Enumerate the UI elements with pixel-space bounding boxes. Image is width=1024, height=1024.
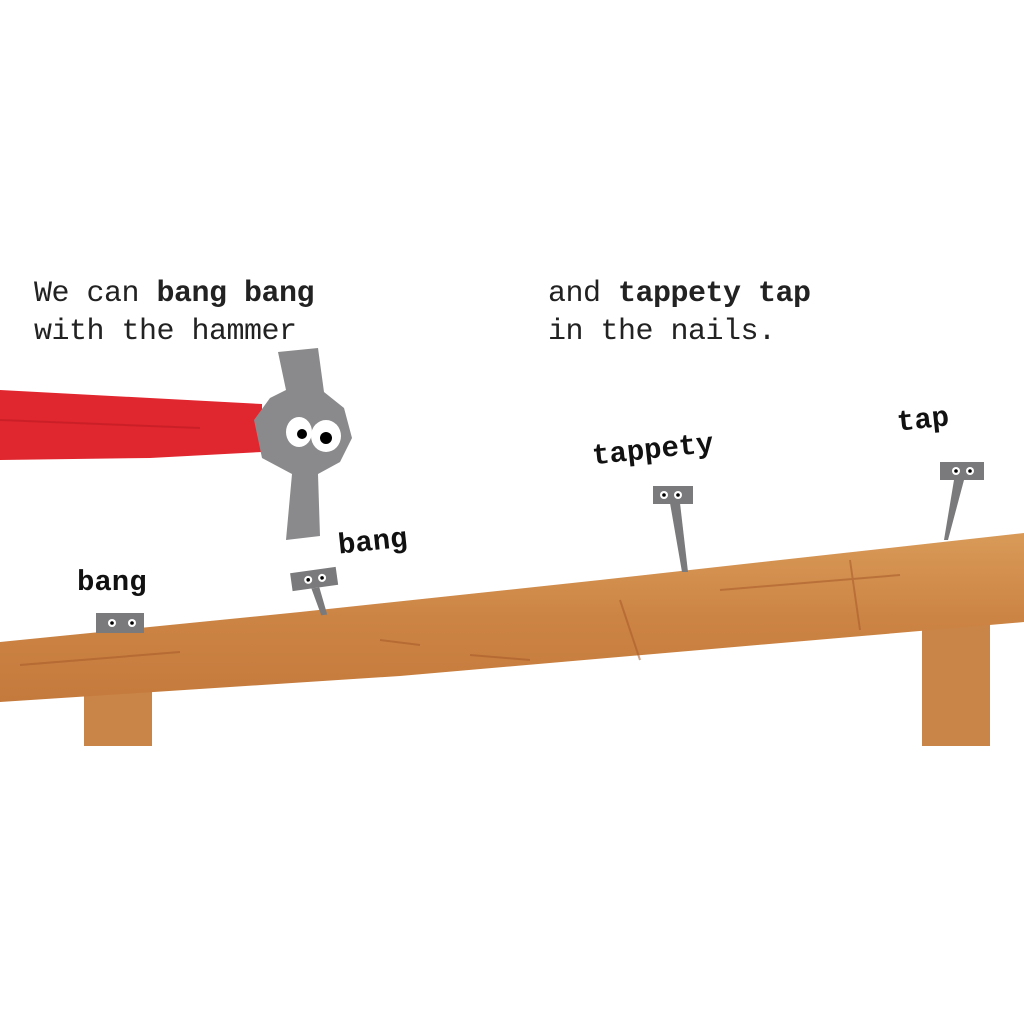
sound-word-tap: tap [895,401,951,440]
sound-word-bang-1: bang [77,566,147,599]
nail-4 [940,462,984,540]
caption-line-2: in the nails. [548,315,776,349]
wooden-plank [0,533,1024,702]
wood-grain [19,559,901,666]
nail-2 [290,566,339,616]
left-caption: We can bang bang with the hammer [34,275,315,351]
nail-1 [96,613,144,633]
hammer-eyes [286,417,341,452]
right-caption: and tappety tap in the nails. [548,275,811,351]
caption-bold-text: bang bang [156,277,315,311]
fence-leg-left [84,690,152,746]
caption-line-2: with the hammer [34,315,297,349]
caption-text: and [548,277,619,311]
caption-bold-text: tappety tap [618,277,811,311]
caption-text: We can [34,277,157,311]
nail-3 [653,486,693,572]
fence-leg-right [922,615,990,746]
